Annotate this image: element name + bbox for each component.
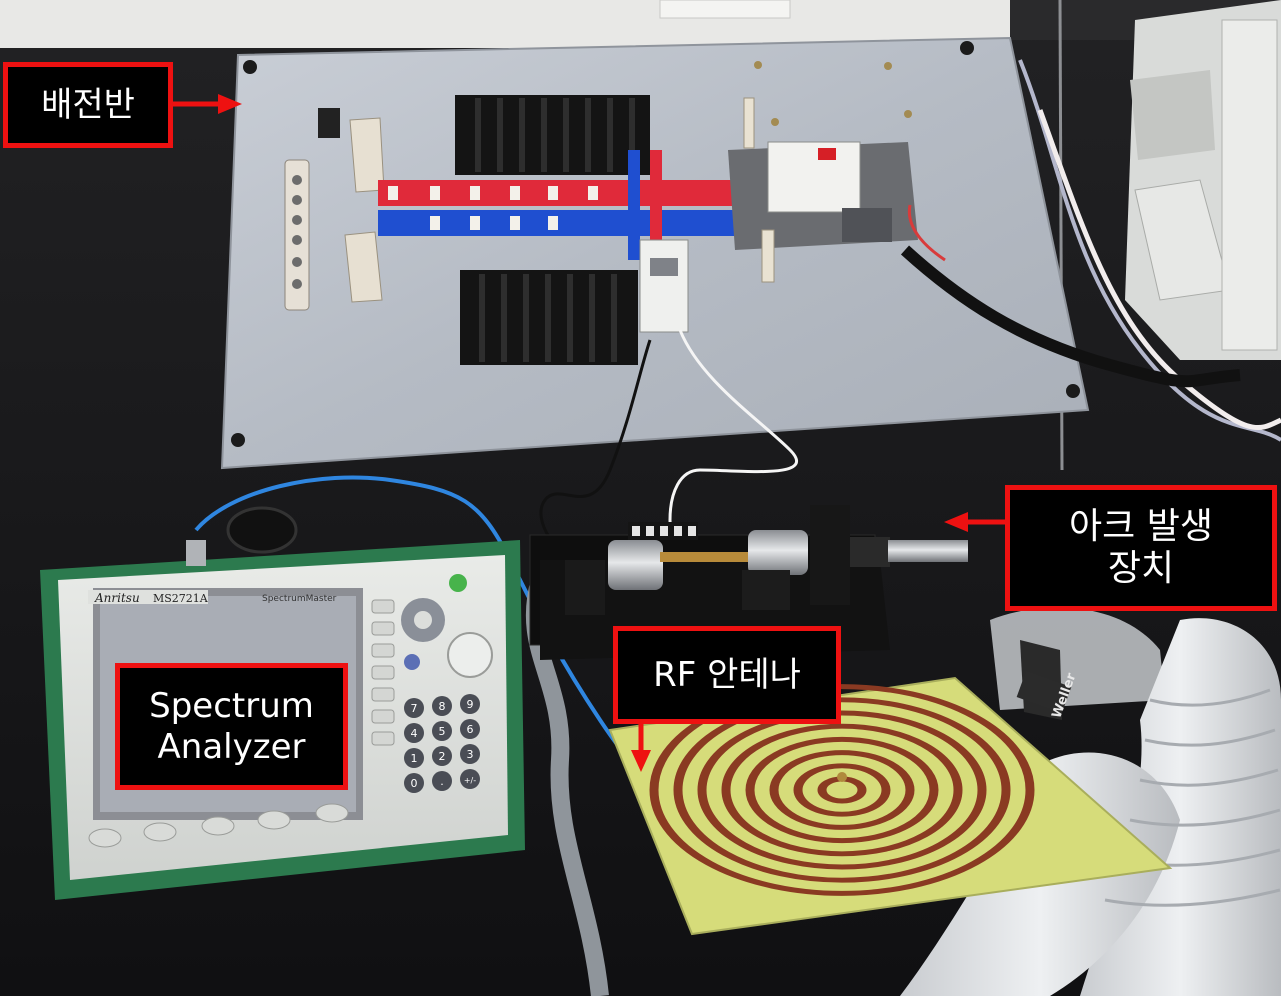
keypad-key-label: 7 (411, 702, 418, 715)
keypad-key-label: 5 (439, 725, 446, 738)
keypad-key-label: 6 (467, 723, 474, 736)
label-distribution-panel: 배전반 (3, 62, 173, 148)
keypad-key-label: 1 (411, 752, 418, 765)
label-distribution-panel-text: 배전반 (41, 84, 135, 125)
arc-generator-device (529, 505, 968, 660)
arrow-rf-head (631, 750, 651, 772)
keypad-key-label: 0 (411, 777, 418, 790)
main-breaker (767, 141, 861, 213)
keypad-key-label: 8 (439, 700, 446, 713)
analyzer-keypad: 7 8 9 4 5 6 1 2 3 0 . +/- (404, 694, 480, 793)
small-breaker (639, 239, 689, 333)
label-arc-generator-line1: 아크 발생 (1069, 505, 1213, 547)
distribution-panel (220, 36, 1090, 470)
label-rf-antenna: RF 안테나 (613, 626, 841, 724)
keypad-key-label: 2 (439, 750, 446, 763)
keypad-key-label: . (440, 775, 444, 788)
black-cable-right (900, 245, 1241, 388)
keypad-key-label: 9 (467, 698, 474, 711)
annotation-arrows (173, 94, 1005, 772)
label-spectrum-analyzer-line1: Spectrum (149, 686, 314, 727)
keypad-key-label: 4 (411, 727, 418, 740)
analyzer-brand-text: Anritsu (94, 591, 140, 605)
keypad-key-label: 3 (467, 748, 474, 761)
keypad-key-label: +/- (464, 776, 476, 785)
wall-strip (0, 0, 1010, 48)
label-spectrum-analyzer: Spectrum Analyzer (115, 663, 348, 790)
label-arc-generator-line2: 장치 (1107, 548, 1175, 589)
analyzer-productline-text: SpectrumMaster (262, 594, 337, 604)
label-spectrum-analyzer-line2: Analyzer (157, 726, 306, 767)
analyzer-model-text: MS2721A (153, 592, 209, 605)
din-rail-top (455, 95, 650, 175)
arrow-arc-head (944, 512, 968, 532)
label-rf-antenna-text: RF 안테나 (653, 654, 801, 695)
arrow-panel-head (218, 94, 242, 114)
label-arc-generator: 아크 발생 장치 (1005, 485, 1277, 611)
